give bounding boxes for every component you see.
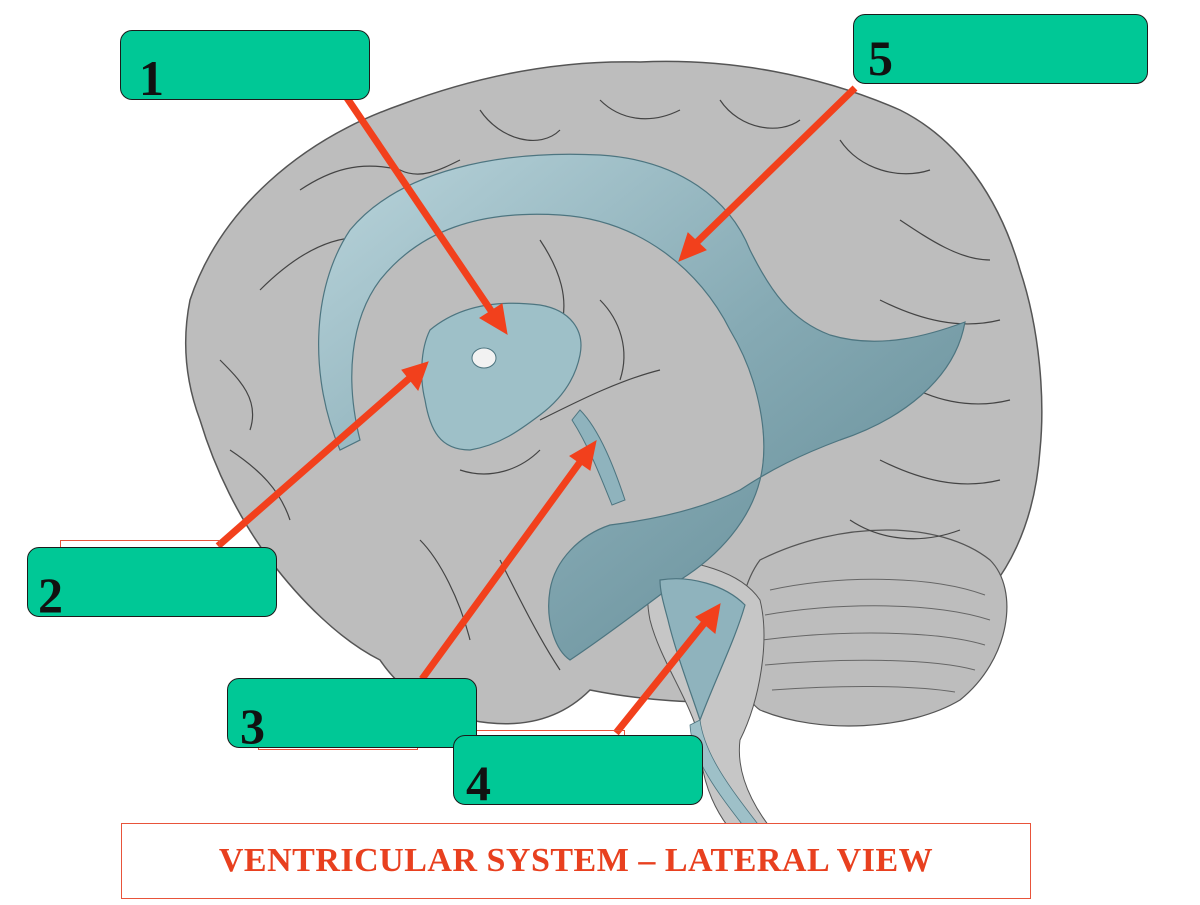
- label-number-2: 2: [38, 567, 63, 623]
- arrow-3: [419, 455, 586, 682]
- label-box-1[interactable]: 1: [120, 30, 370, 106]
- arrow-4-head: [695, 603, 721, 634]
- arrow-1-head: [479, 303, 508, 335]
- label-number-5: 5: [868, 30, 893, 86]
- interthalamic-adhesion: [471, 347, 497, 369]
- title-box: VENTRICULAR SYSTEM – LATERAL VIEW: [121, 823, 1031, 899]
- label-box-5[interactable]: 5: [853, 14, 1148, 84]
- label-box-4[interactable]: 4: [453, 735, 703, 811]
- arrow-4: [613, 618, 709, 736]
- arrows: [215, 85, 858, 736]
- fourth-ventricle-shape: [659, 578, 746, 722]
- arrow-3-head: [569, 440, 597, 471]
- arrow-2: [215, 373, 415, 549]
- label-number-1: 1: [139, 50, 164, 106]
- lateral-ventricle-shape: [318, 153, 966, 661]
- cerebellum-folia: [761, 578, 991, 693]
- cerebellum-shape: [736, 529, 1008, 727]
- label-box-3[interactable]: 3: [227, 678, 477, 754]
- arrow-2-head: [401, 361, 429, 392]
- label-box-2[interactable]: 2: [27, 547, 277, 623]
- cerebral-aqueduct-shape: [571, 409, 626, 506]
- label-number-4: 4: [466, 755, 491, 811]
- label-number-3: 3: [240, 698, 265, 754]
- arrow-1: [344, 96, 499, 320]
- arrow-5-head: [678, 232, 707, 262]
- arrow-5: [691, 85, 858, 248]
- third-ventricle-shape: [421, 302, 582, 451]
- diagram-title: VENTRICULAR SYSTEM – LATERAL VIEW: [218, 842, 934, 879]
